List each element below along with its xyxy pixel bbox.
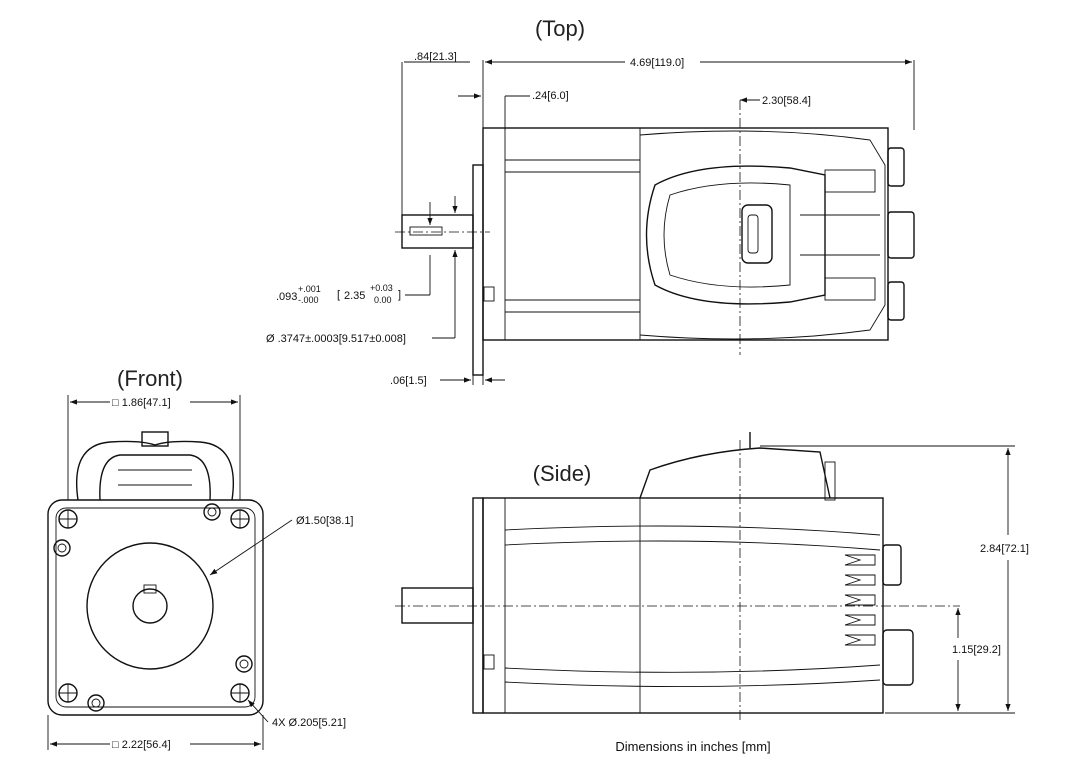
flange-plate-top: [472, 164, 484, 376]
top-view: (Top) 4.69[119.0] .84[21.3] .24[6.0] 2.3…: [266, 16, 915, 387]
shaft-side: [401, 587, 474, 624]
dim-front-square: □ 1.86[47.1]: [112, 397, 171, 409]
front-view: (Front) □ 1.86[47.1] Ø1: [47, 366, 354, 751]
connector-housing: [645, 165, 826, 305]
motor-body-side: [482, 497, 884, 714]
connector-housing-side: [639, 447, 831, 499]
dim-shaft-diameter: Ø .3747±.0003[9.517±0.008]: [266, 333, 406, 345]
dim-flange-thickness: .06[1.5]: [390, 375, 427, 387]
dim-overall-length: 4.69[119.0]: [630, 57, 684, 69]
dim-key-width-in: .093: [276, 291, 297, 303]
dim-side-shaft-height: 1.15[29.2]: [952, 644, 1001, 656]
top-view-title: (Top): [535, 16, 585, 41]
footer-note: Dimensions in inches [mm]: [615, 739, 770, 754]
mount-holes: [58, 509, 250, 703]
dim-flange: .24[6.0]: [532, 90, 569, 102]
usb-connector: [741, 204, 773, 264]
dim-front-body: □ 2.22[56.4]: [112, 739, 171, 751]
motor-face: [47, 499, 264, 716]
shaft-front: [132, 588, 168, 624]
dim-side-height: 2.84[72.1]: [980, 543, 1029, 555]
dim-key-tol-minus-mm: 0.00: [374, 295, 392, 305]
pilot-circle: [86, 542, 214, 670]
svg-text:]: ]: [398, 289, 401, 301]
dim-key-tol-plus-in: +.001: [298, 284, 321, 294]
heatsink-fins: [844, 554, 876, 646]
dim-connector-pos: 2.30[58.4]: [762, 95, 811, 107]
svg-text:[: [: [337, 289, 340, 301]
shaft-top: [401, 214, 474, 249]
side-view-title: (Side): [533, 461, 592, 486]
dim-pilot-diameter: Ø1.50[38.1]: [296, 515, 354, 527]
dim-shaft-length: .84[21.3]: [414, 51, 457, 63]
dim-key-width-mm: 2.35: [344, 290, 365, 302]
dim-key-tol-minus-in: -.000: [298, 295, 319, 305]
dim-key-tol-plus-mm: +0.03: [370, 283, 393, 293]
front-view-title: (Front): [117, 366, 183, 391]
side-view: (Side) 2.84[72.1]: [395, 432, 1029, 720]
dim-mount-holes: 4X Ø.205[5.21]: [272, 717, 346, 729]
